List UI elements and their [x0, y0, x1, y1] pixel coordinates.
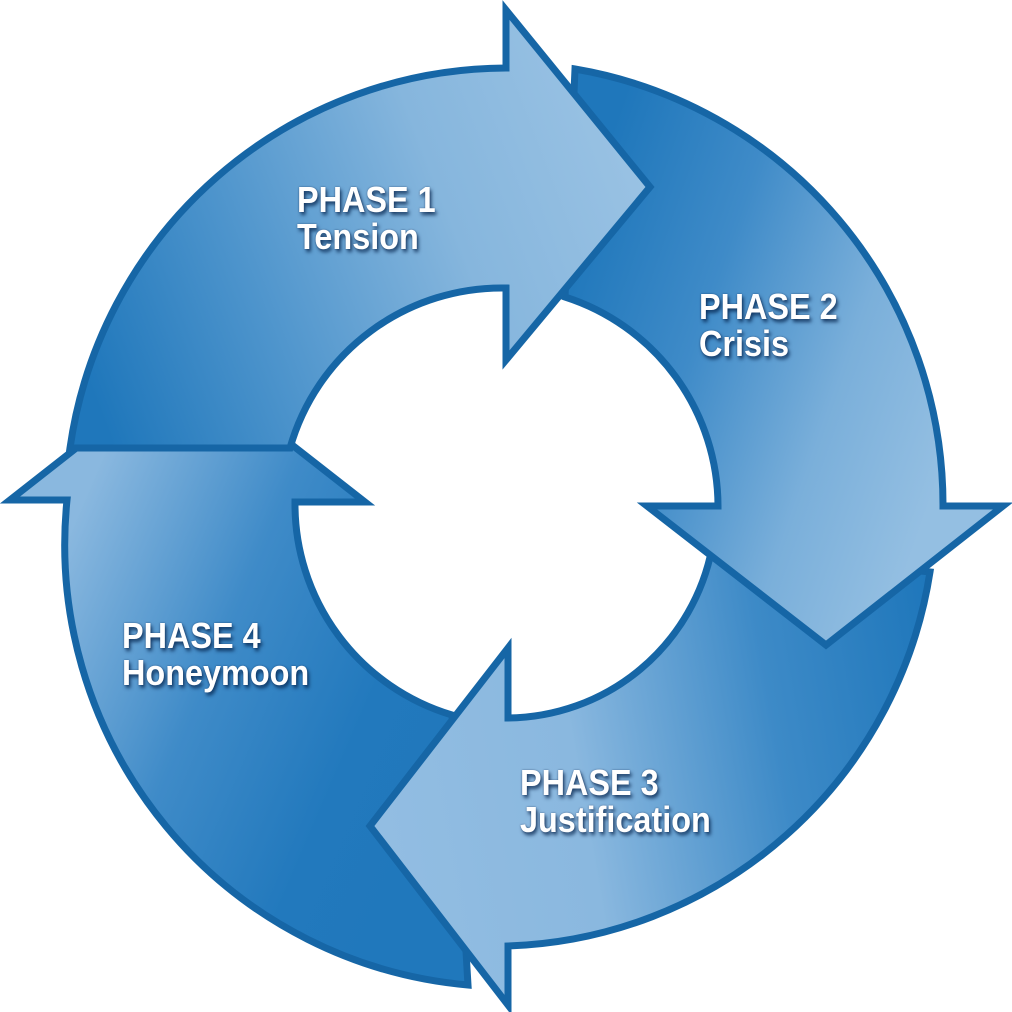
phase-3-label: PHASE 3 Justification [520, 764, 711, 838]
phase-3-number: PHASE 3 [520, 762, 659, 803]
phase-2-number: PHASE 2 [699, 286, 838, 327]
phase-4-number: PHASE 4 [122, 615, 261, 656]
phase-1-name: Tension [297, 216, 419, 257]
phase-4-arrow [0, 357, 472, 989]
phase-2-arrow [561, 64, 1012, 650]
phase-4-name: Honeymoon [122, 652, 310, 693]
phase-3-arrow [365, 544, 935, 1012]
phase-2-label: PHASE 2 Crisis [699, 288, 838, 362]
phase-1-label: PHASE 1 Tension [297, 181, 436, 255]
phase-3-name: Justification [520, 799, 711, 840]
phase-2-name: Crisis [699, 323, 790, 364]
phase-1-arrow [65, 0, 655, 452]
phase-1-number: PHASE 1 [297, 179, 436, 220]
phase-4-label: PHASE 4 Honeymoon [122, 617, 309, 691]
